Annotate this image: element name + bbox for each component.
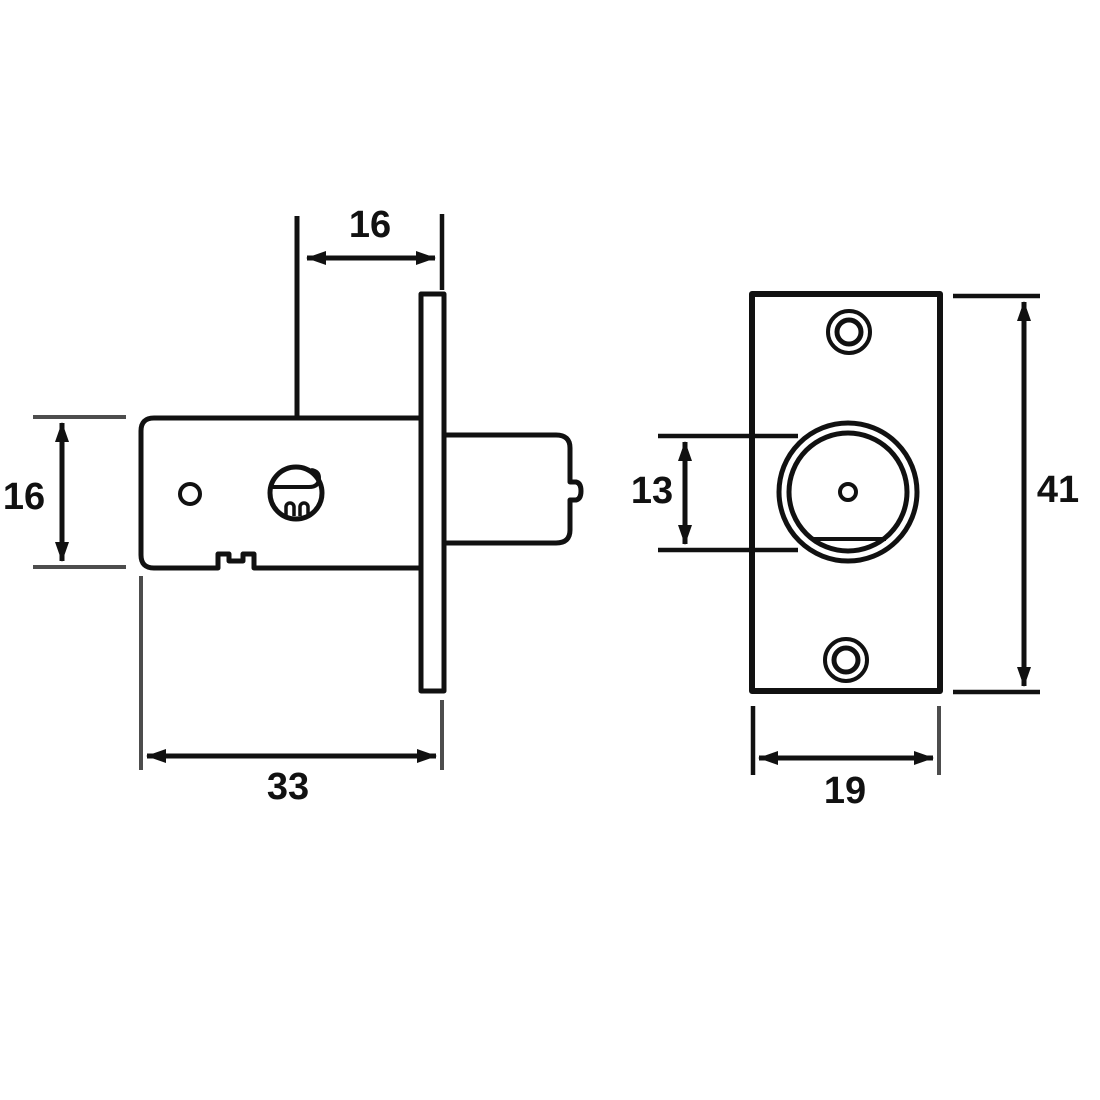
dimension-faceplate-width: 19 — [750, 706, 941, 812]
screw-hole-bottom-inner — [831, 645, 861, 675]
backset-label: 16 — [349, 204, 391, 246]
follower-cam-detail — [271, 468, 321, 489]
dimension-body-height: 16 — [3, 415, 126, 569]
screw-hole-top-inner — [834, 317, 864, 347]
follower-circle — [267, 464, 325, 522]
lock-body — [138, 415, 421, 571]
mounting-hole — [178, 482, 202, 506]
screw-hole-top — [826, 309, 872, 355]
bolt-hole — [776, 420, 920, 564]
faceplate-edge — [418, 291, 447, 694]
dimension-body-depth: 33 — [139, 576, 444, 808]
body-height-label: 16 — [3, 476, 45, 518]
body-depth-label: 33 — [267, 766, 309, 808]
dimension-backset: 16 — [306, 204, 445, 290]
center-pin — [838, 482, 858, 502]
bolt — [444, 432, 584, 546]
front-view — [749, 291, 943, 694]
dimension-faceplate-height: 41 — [953, 293, 1079, 695]
screw-hole-bottom — [823, 637, 869, 683]
bolt-diameter-label: 13 — [631, 470, 673, 512]
bolt-hole-outer — [776, 420, 920, 564]
follower-prong-right — [298, 501, 310, 516]
spindle-follower — [267, 464, 325, 522]
screw-hole-top-outer — [826, 309, 872, 355]
faceplate-height-label: 41 — [1037, 469, 1079, 511]
bolt-hole-inner — [786, 430, 910, 554]
dimension-bolt-diameter: 13 — [631, 433, 798, 553]
faceplate-width-label: 19 — [824, 770, 866, 812]
follower-prong-left — [284, 501, 296, 516]
screw-hole-bottom-outer — [823, 637, 869, 683]
side-view — [138, 216, 584, 694]
